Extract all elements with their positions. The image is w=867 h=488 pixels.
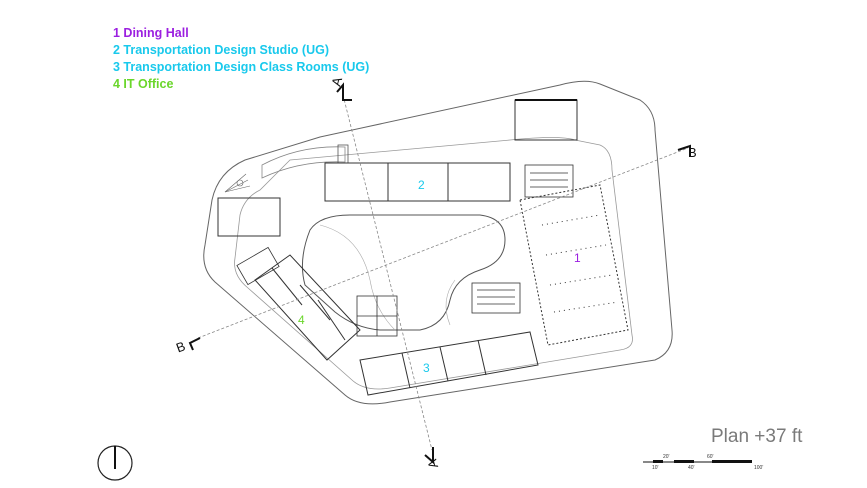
scale-tick-10: 10'	[652, 465, 659, 471]
room-label-4: 4	[298, 313, 305, 327]
room-label-1: 1	[574, 251, 581, 265]
north-arrow-icon	[97, 445, 133, 481]
scale-bar: 10' 20' 40' 60' 100'	[643, 454, 763, 471]
section-label-a-bottom: A	[424, 457, 441, 470]
scale-tick-100: 100'	[754, 465, 763, 471]
legend-item-class-rooms: 3 Transportation Design Class Rooms (UG)	[113, 60, 370, 74]
design-studio-block	[324, 162, 511, 202]
scale-tick-60: 60'	[707, 454, 714, 460]
site-outline	[203, 80, 673, 405]
legend-item-dining-hall: 1 Dining Hall	[113, 26, 189, 40]
section-label-a-top: A	[328, 75, 345, 88]
section-label-b-left: B	[174, 338, 187, 355]
scale-tick-40: 40'	[688, 465, 695, 471]
class-rooms-block	[359, 331, 539, 396]
courtyard	[301, 214, 506, 331]
legend: 1 Dining Hall 2 Transportation Design St…	[113, 25, 369, 93]
stair-core	[524, 164, 574, 198]
legend-item-design-studio: 2 Transportation Design Studio (UG)	[113, 43, 329, 57]
section-label-b-right: B	[688, 145, 697, 160]
plan-title: Plan +37 ft	[711, 426, 803, 447]
dining-hall	[519, 184, 629, 346]
scale-tick-20: 20'	[663, 454, 670, 460]
it-office-block	[254, 254, 361, 361]
room-label-2: 2	[418, 178, 425, 192]
section-line-b	[197, 147, 689, 339]
section-line-a	[342, 94, 433, 451]
legend-item-it-office: 4 IT Office	[113, 77, 174, 91]
room-label-3: 3	[423, 361, 430, 375]
